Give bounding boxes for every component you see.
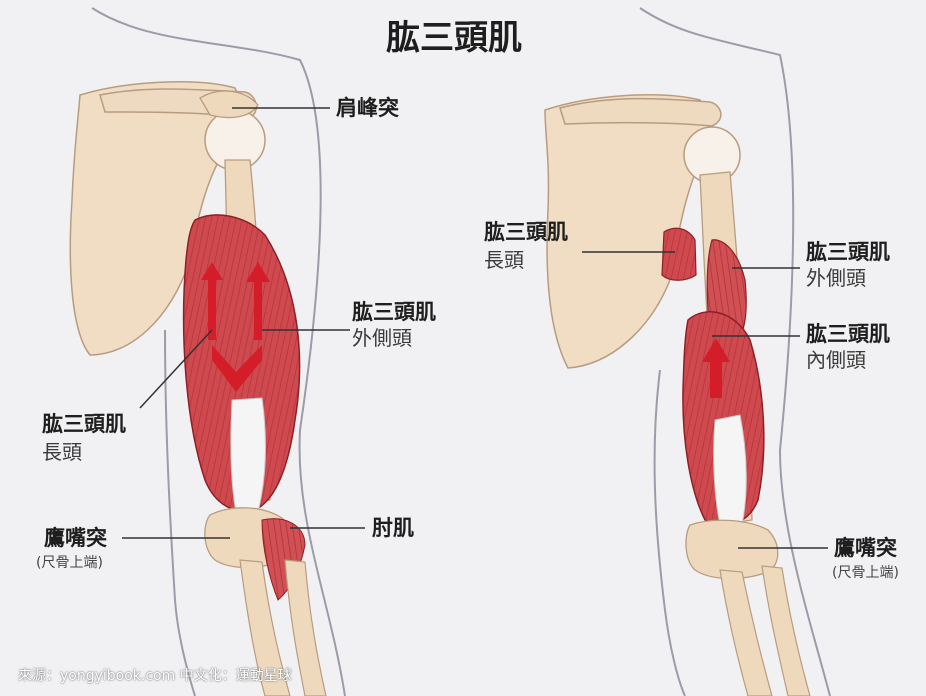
label-right-lateral-head-part: 外側頭 (806, 266, 866, 290)
label-left-olecranon-name: 鷹嘴突 (44, 526, 107, 550)
right-clavicle (559, 97, 722, 127)
left-body-outline (91, 7, 346, 696)
label-left-long-head-part: 長頭 (42, 440, 82, 464)
label-anconeus: 肘肌 (372, 516, 414, 540)
label-right-lateral-head-name: 肱三頭肌 (806, 240, 890, 264)
right-body-outline (639, 7, 831, 696)
label-right-medial-head-name: 肱三頭肌 (806, 322, 890, 346)
right-arm-figure (544, 7, 831, 696)
leader-lines (122, 107, 828, 549)
right-arm-inner-outline (653, 369, 686, 696)
right-triceps-tendon (713, 414, 747, 526)
left-radius (284, 559, 327, 696)
left-arm-inner-outline (164, 329, 196, 696)
right-scapula (544, 94, 716, 369)
source-credit: 來源：yongyibook.com 中文化：運動星球 (18, 668, 292, 684)
left-acromion (199, 90, 259, 119)
right-radius (761, 565, 811, 696)
label-left-long-head-name: 肱三頭肌 (42, 412, 126, 436)
label-left-olecranon-note: (尺骨上端) (36, 555, 103, 571)
right-contraction-arrow (702, 338, 730, 398)
leader-left-long-head (139, 329, 213, 409)
left-scapula (69, 81, 251, 356)
label-left-lateral-head-name: 肱三頭肌 (352, 300, 436, 324)
left-ulna (239, 559, 291, 696)
label-right-olecranon-name: 鷹嘴突 (834, 536, 897, 560)
right-ulna (719, 569, 773, 696)
label-acromion: 肩峰突 (336, 96, 399, 120)
page-title: 肱三頭肌 (386, 18, 522, 58)
left-contraction-arrows (201, 262, 270, 392)
left-arm-figure (69, 7, 346, 696)
label-right-long-head-part: 長頭 (484, 248, 524, 272)
label-right-olecranon-note: (尺骨上端) (832, 565, 899, 581)
label-right-medial-head-part: 內側頭 (806, 348, 866, 372)
label-left-lateral-head-part: 外側頭 (352, 326, 412, 350)
right-long-head-stump (661, 227, 697, 281)
left-triceps-tendon (230, 397, 266, 513)
label-right-long-head-name: 肱三頭肌 (484, 220, 568, 244)
